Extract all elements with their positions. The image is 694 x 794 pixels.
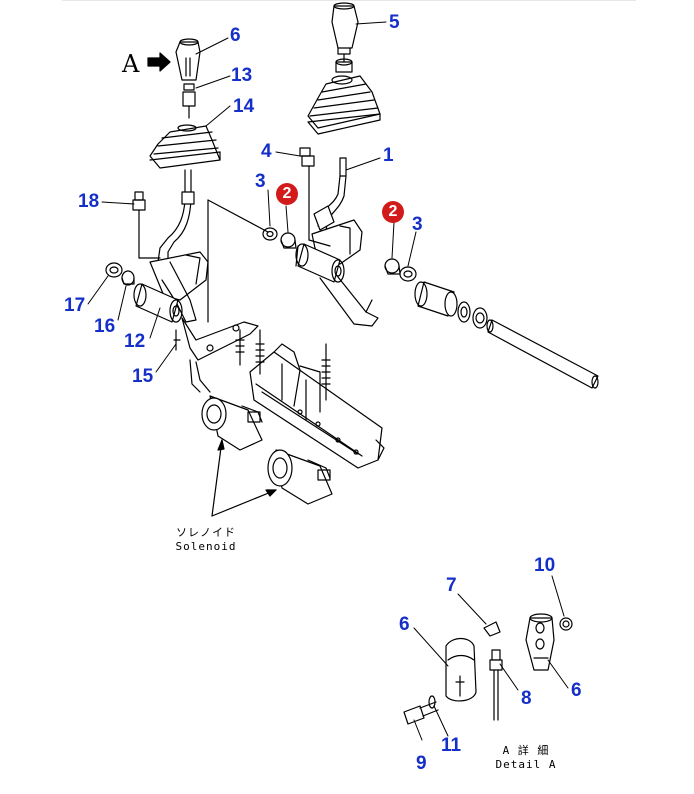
detail-pin-8 (489, 649, 503, 721)
tube-right (295, 243, 345, 283)
view-a-arrow (147, 52, 171, 72)
badge-2-right: 2 (382, 201, 404, 223)
lever-rod-right (313, 157, 347, 231)
detail-plate-7 (483, 621, 501, 637)
washer-3-right (399, 266, 417, 282)
fitting-4 (299, 147, 315, 241)
bushing-2-right (384, 258, 401, 275)
top-border-line (62, 0, 636, 1)
linkage-line-upper (207, 199, 269, 233)
bushing-2-left (280, 232, 297, 249)
detail-label-en: Detail A (495, 758, 557, 771)
detail-cover-left (445, 637, 477, 702)
knob-left (175, 38, 201, 81)
callout-3-right: 3 (412, 214, 423, 235)
boot-right (307, 75, 381, 135)
nut-17 (105, 262, 123, 278)
spacer-ring-1 (457, 301, 471, 323)
callout-6-detail-right: 6 (571, 680, 582, 701)
solenoid-lower (267, 449, 333, 505)
solenoid-label-jp: ソレノイド (176, 526, 236, 539)
solenoid-leader-1 (211, 439, 223, 517)
shaft-long (486, 319, 599, 389)
bushing-16 (121, 270, 135, 286)
washer-3-left (262, 227, 278, 241)
fitting-18 (132, 191, 146, 259)
nut-right (335, 58, 353, 73)
callout-11: 11 (441, 735, 462, 756)
collar-large (414, 281, 458, 317)
solenoid-upper (201, 395, 263, 451)
callout-7: 7 (446, 575, 457, 596)
callout-18: 18 (78, 191, 100, 212)
callout-8: 8 (521, 688, 532, 709)
callout-17: 17 (64, 295, 86, 316)
callout-10: 10 (534, 555, 556, 576)
linkage-plate (173, 317, 259, 393)
nut-13 (182, 83, 196, 119)
detail-knob-right (525, 613, 555, 671)
base-frame (249, 329, 385, 469)
detail-label-jp: A 詳 細 (502, 744, 550, 757)
callout-6-top: 6 (230, 25, 241, 46)
tube-12 (133, 283, 183, 323)
boot-left (149, 124, 221, 169)
badge-2-left: 2 (276, 183, 298, 205)
callout-3-left: 3 (255, 171, 266, 192)
solenoid-label-en: Solenoid (175, 540, 237, 553)
callout-9: 9 (416, 753, 427, 774)
detail-bolt-9 (403, 701, 439, 725)
callout-13: 13 (231, 65, 253, 86)
solenoid-leader-2 (211, 489, 277, 517)
callout-12: 12 (124, 331, 146, 352)
view-marker-a: A (122, 50, 140, 78)
callout-4: 4 (261, 141, 272, 162)
knob-right (331, 2, 359, 63)
callout-5: 5 (389, 12, 400, 33)
callout-16: 16 (94, 316, 116, 337)
callout-14: 14 (233, 96, 255, 117)
lever-rod-left (157, 169, 195, 263)
callout-1: 1 (383, 145, 394, 166)
callout-6-detail-left: 6 (399, 614, 410, 635)
spacer-ring-2 (472, 307, 488, 329)
detail-nut-10 (559, 617, 573, 631)
callout-15: 15 (132, 366, 154, 387)
detail-washer-11 (428, 695, 436, 709)
